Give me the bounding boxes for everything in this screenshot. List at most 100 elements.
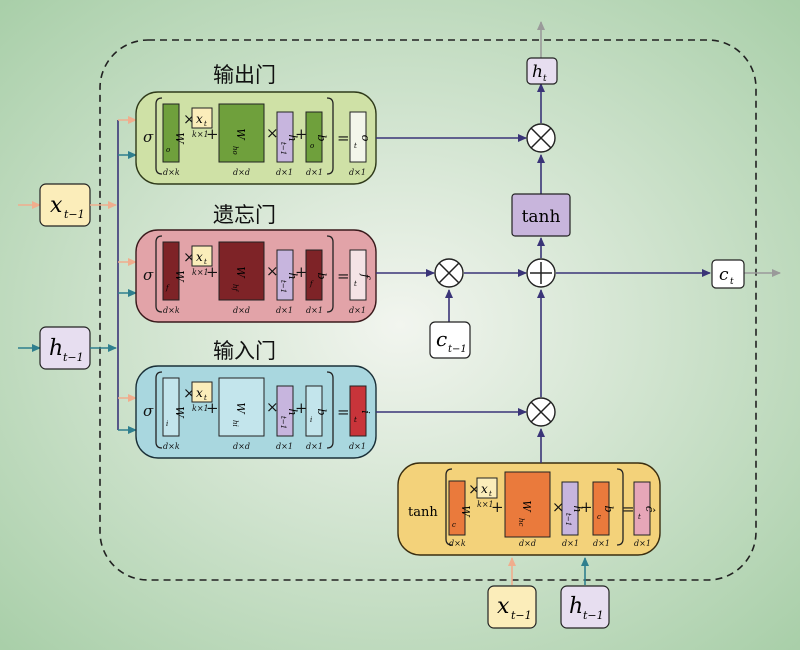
x-prev-sub: t−1 <box>64 208 85 221</box>
svg-text:W: W <box>173 406 186 419</box>
cell-boundary <box>99 39 757 581</box>
add-op <box>526 258 556 288</box>
svg-text:t: t <box>730 277 734 287</box>
gate-connections <box>376 21 781 463</box>
input-b-matrix <box>305 385 323 437</box>
svg-text:t: t <box>354 280 357 288</box>
forget-b-matrix <box>305 249 323 301</box>
svg-text:W: W <box>173 270 186 283</box>
svg-text:W: W <box>173 132 186 145</box>
svg-text:h: h <box>286 272 299 279</box>
svg-text:d×1: d×1 <box>634 539 651 548</box>
forget-result-matrix <box>349 249 367 301</box>
svg-text:+: + <box>295 125 308 143</box>
svg-text:+: + <box>206 399 219 417</box>
svg-text:d×1: d×1 <box>306 442 323 451</box>
svg-text:t: t <box>204 120 207 128</box>
output-b-matrix <box>305 111 323 163</box>
c-output: c t <box>711 259 745 289</box>
svg-text:W: W <box>520 500 533 513</box>
svg-text:b: b <box>315 408 328 415</box>
svg-text:t: t <box>638 513 641 521</box>
svg-text:t−1: t−1 <box>583 609 604 622</box>
svg-text:x: x <box>497 594 510 619</box>
svg-text:hf: hf <box>231 284 239 293</box>
svg-text:d×1: d×1 <box>562 539 579 548</box>
forget-activation: σ <box>143 266 154 284</box>
output-wx-matrix <box>162 103 180 163</box>
h-prev-sub: t−1 <box>63 351 84 364</box>
forget-gate: 遗忘门 σ W f × x t k×1 + W hf × h t−1 + b f… <box>135 203 377 323</box>
output-activation: σ <box>143 128 154 146</box>
svg-text:b: b <box>315 272 328 279</box>
svg-text:c: c <box>719 265 729 285</box>
svg-text:f: f <box>309 280 314 288</box>
h-prev-input: h t−1 <box>18 326 117 370</box>
svg-text:f: f <box>165 284 170 292</box>
svg-text:d×1: d×1 <box>276 442 293 451</box>
input-result-matrix <box>349 385 367 437</box>
svg-text:o: o <box>166 146 170 154</box>
svg-text:t: t <box>354 142 357 150</box>
output-result-matrix <box>349 111 367 163</box>
svg-text:ĉ: ĉ <box>643 506 656 512</box>
h-prev-label: h <box>49 336 63 361</box>
svg-text:x: x <box>196 112 203 126</box>
svg-text:d×d: d×d <box>233 442 250 451</box>
svg-text:i: i <box>310 416 312 424</box>
svg-text:t−1: t−1 <box>448 344 467 355</box>
candidate-wh-matrix <box>504 471 551 538</box>
svg-text:o: o <box>310 142 314 150</box>
svg-text:h: h <box>286 134 299 141</box>
svg-text:x: x <box>481 482 488 496</box>
svg-text:d×1: d×1 <box>276 168 293 177</box>
forget-gate-title: 遗忘门 <box>213 203 276 227</box>
input-activation: σ <box>143 402 154 420</box>
x-prev-label: x <box>50 193 63 218</box>
svg-text:i: i <box>166 420 168 428</box>
svg-text:t−1: t−1 <box>279 416 287 429</box>
svg-text:x: x <box>196 250 203 264</box>
svg-text:o: o <box>359 135 372 142</box>
svg-text:=: = <box>337 129 350 147</box>
svg-text:d×d: d×d <box>233 168 250 177</box>
output-h-matrix <box>276 111 294 163</box>
candidate-inputs: x t−1 h t−1 <box>487 557 610 629</box>
svg-text:+: + <box>491 498 504 516</box>
candidate-xt-box <box>476 477 498 499</box>
svg-text:h: h <box>286 408 299 415</box>
candidate-b-matrix <box>592 481 610 536</box>
multiply-forget-op <box>434 258 464 288</box>
svg-text:t: t <box>354 416 357 424</box>
svg-text:f: f <box>359 273 372 280</box>
svg-text:d×1: d×1 <box>349 306 366 315</box>
svg-text:W: W <box>234 402 247 415</box>
svg-text:ho: ho <box>231 146 239 155</box>
svg-text:d×1: d×1 <box>593 539 610 548</box>
svg-text:h: h <box>571 505 584 512</box>
svg-text:d×1: d×1 <box>349 442 366 451</box>
candidate-wx-matrix <box>448 480 466 536</box>
svg-text:k×1: k×1 <box>192 130 209 139</box>
svg-text:hi: hi <box>231 420 239 427</box>
svg-text:=: = <box>337 403 350 421</box>
candidate-result-matrix <box>633 481 651 536</box>
tanh-label: tanh <box>522 207 561 227</box>
svg-text:t: t <box>489 490 492 498</box>
input-xt-box <box>191 381 213 403</box>
input-gate-title: 输入门 <box>213 339 276 363</box>
output-gate-title: 输出门 <box>213 63 276 87</box>
forget-xt-box <box>191 245 213 267</box>
svg-text:k×1: k×1 <box>192 404 209 413</box>
svg-text:d×1: d×1 <box>349 168 366 177</box>
forget-wx-matrix <box>162 241 180 301</box>
svg-text:d×1: d×1 <box>306 168 323 177</box>
svg-text:×: × <box>552 498 565 516</box>
svg-text:+: + <box>580 498 593 516</box>
svg-text:b: b <box>315 134 328 141</box>
svg-text:t: t <box>204 258 207 266</box>
svg-text:t−1: t−1 <box>564 513 572 526</box>
